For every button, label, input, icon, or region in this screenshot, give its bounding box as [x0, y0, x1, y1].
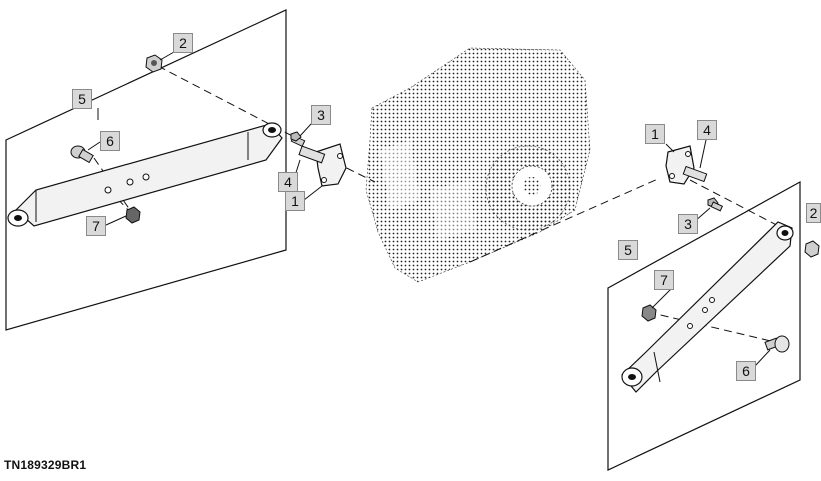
right-nut-2: [804, 240, 820, 258]
left-bolt-3: [290, 131, 306, 147]
left-pin-6: [70, 145, 94, 164]
callout-right-5: 5: [618, 240, 638, 260]
left-mounting-plane: [5, 9, 287, 331]
callout-right-1: 1: [645, 124, 665, 144]
callout-right-6: 6: [736, 361, 756, 381]
right-bolt-3: [707, 197, 724, 212]
callout-left-4: 4: [278, 172, 298, 192]
left-nut-2: [145, 54, 163, 73]
callout-right-7: 7: [654, 270, 674, 290]
right-pin-6: [764, 335, 790, 353]
callout-right-3: 3: [678, 214, 698, 234]
right-nut-7: [641, 304, 657, 322]
callout-right-2: 2: [806, 203, 821, 223]
callout-left-6: 6: [100, 131, 120, 151]
left-lift-arm: [7, 122, 283, 227]
right-bracket-1: [665, 145, 708, 185]
left-nut-7: [125, 206, 141, 224]
transmission-housing: [365, 47, 591, 283]
callout-left-3: 3: [311, 105, 331, 125]
right-lift-arm: [621, 221, 794, 393]
callout-left-1: 1: [285, 191, 305, 211]
figure-code: TN189329BR1: [4, 458, 87, 472]
callout-left-5: 5: [72, 89, 92, 109]
callout-leaders: [87, 51, 771, 367]
callout-right-4: 4: [697, 120, 717, 140]
right-mounting-plane: [607, 180, 801, 471]
callout-left-2: 2: [173, 33, 193, 53]
callout-left-7: 7: [86, 216, 106, 236]
left-bracket-1: [298, 143, 347, 187]
